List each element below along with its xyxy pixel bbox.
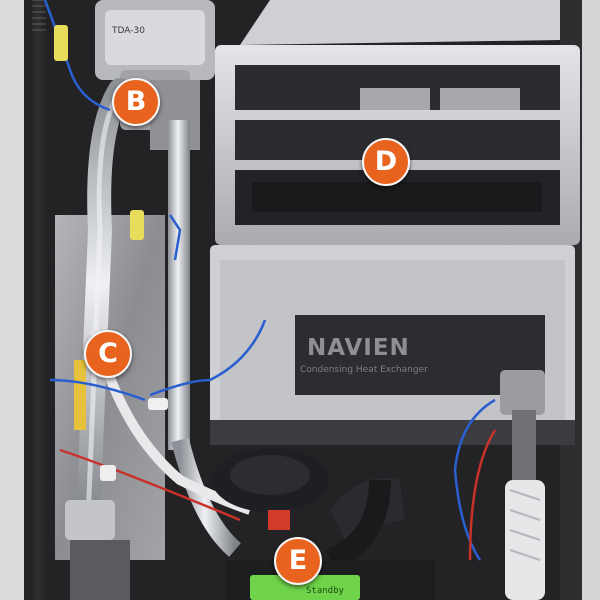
cabinet-left-wall (0, 0, 24, 600)
pipe-label (74, 360, 86, 430)
red-wires (59, 429, 497, 561)
callout-e: E (274, 537, 322, 585)
callout-d: D (362, 138, 410, 186)
yellow-connector (54, 25, 68, 61)
corrugated-conduit (32, 0, 46, 600)
callout-b: B (112, 78, 160, 126)
top-insulation (240, 0, 560, 45)
cabinet-right-wall (580, 0, 600, 600)
callout-c: C (84, 330, 132, 378)
heat-exchanger-lower (210, 245, 575, 445)
control-board (225, 560, 435, 600)
outlet-pipe (500, 370, 545, 600)
control-display-text: Standby (306, 586, 344, 596)
black-hose (325, 479, 391, 571)
navien-logo: NAVIEN (307, 335, 410, 361)
heat-exchanger-subtitle: Condensing Heat Exchanger (300, 365, 428, 375)
valve-tag: TDA-30 (112, 26, 145, 36)
